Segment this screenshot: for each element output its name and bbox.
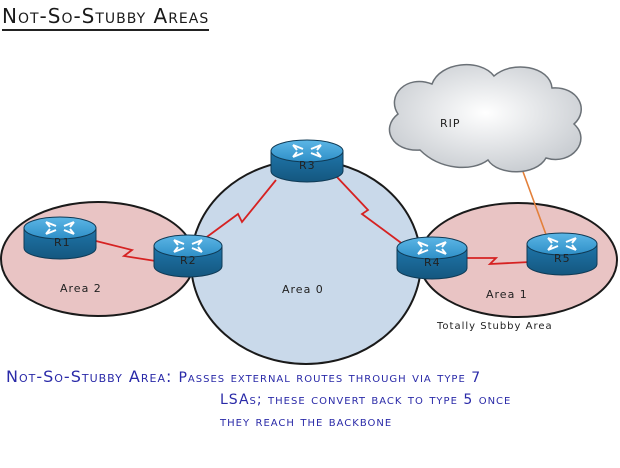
link-r3-r4 [335,175,409,249]
router-r1[interactable]: R1 [23,216,97,260]
link-r1-r2 [91,239,163,263]
router-arrows-icon [417,241,447,255]
rip-cloud: RIP [388,63,582,173]
router-r2-label: R2 [180,254,197,267]
area-2-label: Area 2 [60,282,102,295]
note-line-2: LSAs; these convert back to type 5 once [220,392,512,408]
link-r2-r3 [199,179,277,243]
router-r5[interactable]: R5 [526,232,598,276]
router-arrows-icon [547,237,577,251]
totally-stubby-label: Totally Stubby Area [436,321,553,332]
page-title: Not-So-Stubby Areas [2,4,210,31]
router-arrows-icon [292,144,322,158]
router-arrows-icon [45,221,75,235]
router-r4[interactable]: R4 [396,236,468,280]
area-0-label: Area 0 [282,283,324,296]
nssa-explanation: Not-So-Stubby Area: Passes external rout… [6,366,606,433]
link-r4-r5 [464,257,531,266]
rip-label: RIP [440,117,461,130]
note-line-3: they reach the backbone [220,414,393,430]
router-r3-label: R3 [299,159,316,172]
router-r2[interactable]: R2 [153,234,223,278]
router-arrows-icon [173,239,203,253]
area-0-region [190,159,422,365]
area-1-label: Area 1 [486,288,528,301]
router-r5-label: R5 [554,252,571,265]
router-r3[interactable]: R3 [270,139,344,183]
note-lead: Not-So-Stubby Area: [6,367,173,386]
router-r4-label: R4 [424,256,441,269]
router-r1-label: R1 [54,236,71,249]
note-line-1: Passes external routes through via type … [178,370,482,386]
